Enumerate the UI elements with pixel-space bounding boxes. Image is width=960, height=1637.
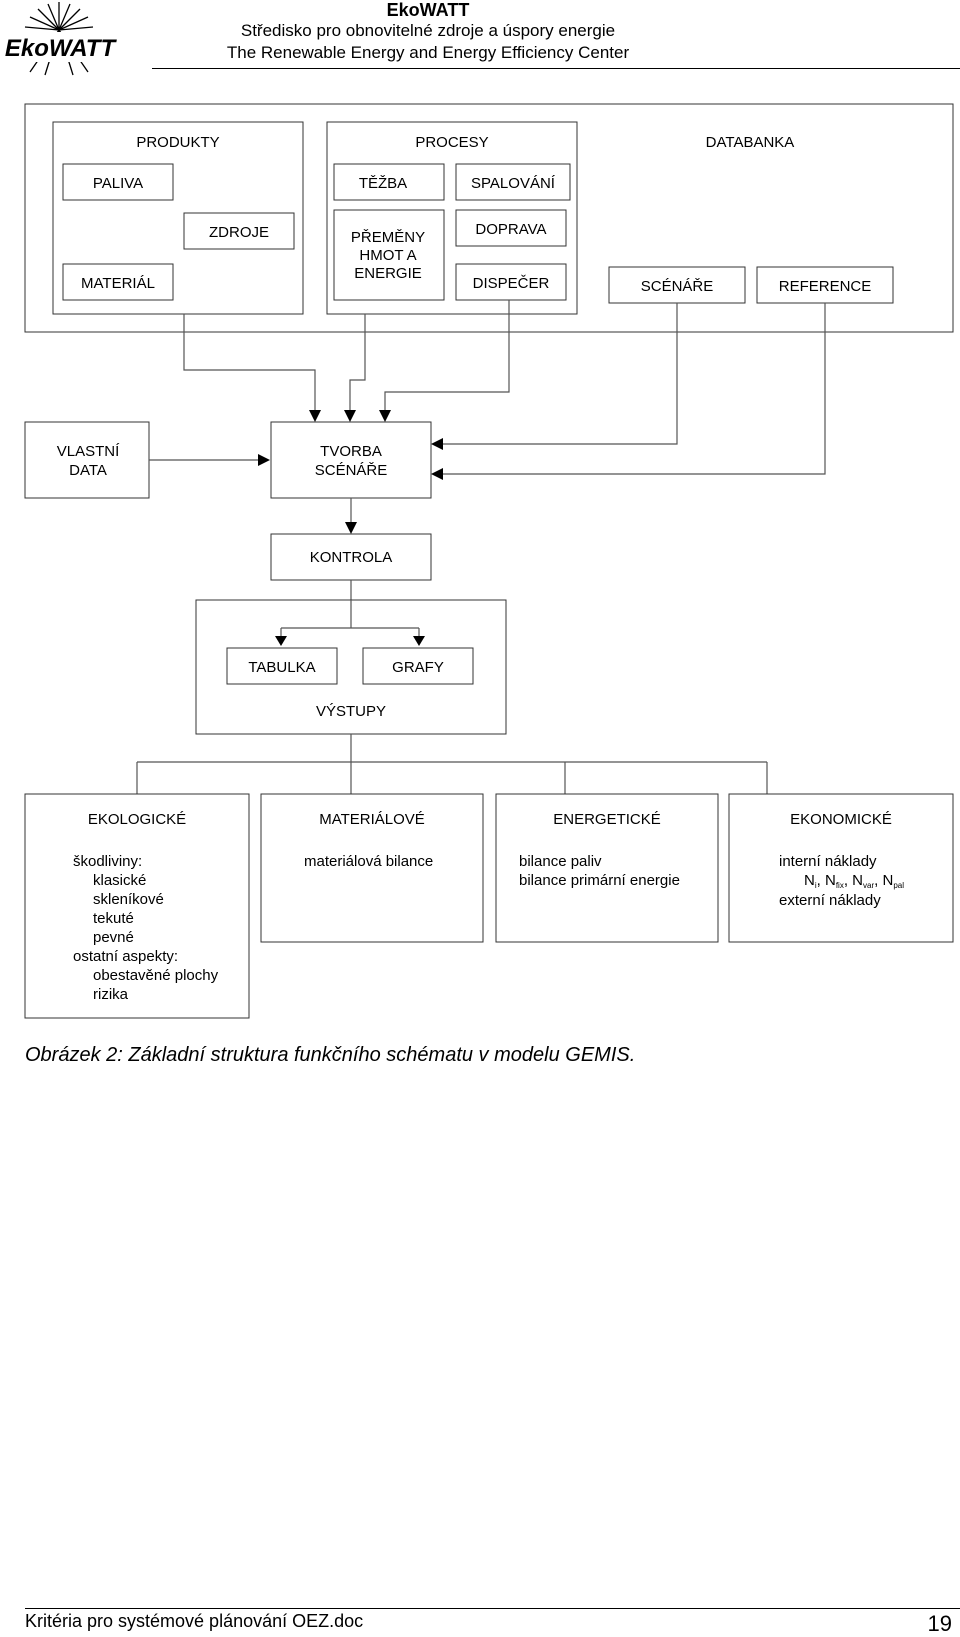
label-reference: REFERENCE [779,278,872,295]
label-tezba: TĚŽBA [359,175,407,192]
eko-line-skodliviny: škodliviny: [73,853,142,870]
box-premeny [333,209,445,301]
materialove-title: MATERIÁLOVÉ [319,811,425,828]
label-grafy: GRAFY [392,659,444,676]
label-premeny-1: PŘEMĚNY [351,229,425,246]
box-materialove [260,793,484,943]
produkty-title: PRODUKTY [136,134,219,151]
connector-reference [443,303,826,475]
arrow-produkty [309,410,321,422]
gemis-structure-diagram: PRODUKTY PALIVA ZDROJE MATERIÁL PROCESY … [24,103,954,1019]
connector-vystupy-split [280,600,420,636]
ekologicke-title: EKOLOGICKÉ [88,811,186,828]
box-vlastni-data [24,421,150,499]
connector-procesy [349,314,366,410]
arrow-dispecer [379,410,391,422]
ene-line-primarni: bilance primární energie [519,872,680,889]
eko-line-plochy: obestavěné plochy [93,967,219,984]
databanka-title: DATABANKA [706,134,795,151]
vystupy-title: VÝSTUPY [316,703,386,720]
box-energeticke [495,793,719,943]
eko-line-tekute: tekuté [93,910,134,927]
ekowatt-logo: EkoWATT [4,2,118,76]
eko-line-klasicke: klasické [93,872,146,889]
label-tabulka: TABULKA [248,659,315,676]
label-kontrola: KONTROLA [310,549,393,566]
eko-n-line-externi: externí náklady [779,892,881,909]
box-spalovani [455,163,571,201]
label-material: MATERIÁL [81,275,155,292]
footer-document-name: Kritéria pro systémové plánování OEZ.doc [25,1611,364,1631]
arrow-grafy [413,636,425,646]
label-paliva: PALIVA [93,175,143,192]
figure-caption: Obrázek 2: Základní struktura funkčního … [25,1044,636,1066]
connector-produkty [183,314,316,410]
label-tvorba-1: TVORBA [320,443,382,460]
eko-line-pevne: pevné [93,929,134,946]
box-scenare [608,266,746,304]
procesy-title: PROCESY [415,134,488,151]
label-premeny-2: HMOT A [359,247,416,264]
box-reference [756,266,894,304]
box-ekologicke [24,793,250,1019]
label-zdroje: ZDROJE [209,224,269,241]
label-vlastni-2: DATA [69,462,107,479]
box-dispecer [455,263,567,301]
box-doprava [455,209,567,247]
logo-text: EkoWATT [5,35,118,62]
ekonomicke-title: EKONOMICKÉ [790,811,892,828]
ene-line-paliv: bilance paliv [519,853,602,870]
connector-categories [136,734,768,794]
header-line-cz: Středisko pro obnovitelné zdroje a úspor… [240,21,616,40]
arrow-kontrola [345,522,357,534]
arrow-scenare [431,438,443,450]
box-material [62,263,174,301]
arrow-vlastni-data [258,454,270,466]
eko-n-line-interni: interní náklady [779,853,877,870]
arrow-reference [431,468,443,480]
eko-n-cost-symbols: Ni, Nfix, Nvar, Npal [804,872,904,890]
footer-rule [25,1608,960,1609]
connector-scenare [443,303,678,445]
header-rule [152,68,960,69]
page-number: 19 [927,1611,952,1636]
box-tezba [333,163,445,201]
label-vlastni-1: VLASTNÍ [57,443,120,460]
page-header: EkoWATT Středisko pro obnovitelné zdroje… [78,0,778,64]
box-tabulka [226,647,338,685]
mat-line-bilance: materiálová bilance [304,853,433,870]
box-zdroje [183,212,295,250]
label-premeny-3: ENERGIE [354,265,422,282]
arrow-tabulka [275,636,287,646]
box-tvorba-scenare [270,421,432,499]
label-doprava: DOPRAVA [475,221,546,238]
box-ekonomicke [728,793,954,943]
eko-line-ostatni: ostatní aspekty: [73,948,178,965]
connector-dispecer [384,300,510,410]
eko-line-sklenikove: skleníkové [93,891,164,908]
label-dispecer: DISPEČER [473,275,550,292]
header-line-en: The Renewable Energy and Energy Efficien… [226,43,630,62]
box-paliva [62,163,174,201]
header-org: EkoWATT [386,0,470,20]
label-scenare: SCÉNÁŘE [641,278,714,295]
label-spalovani: SPALOVÁNÍ [471,175,556,192]
eko-line-rizika: rizika [93,986,129,1003]
energeticke-title: ENERGETICKÉ [553,811,661,828]
box-grafy [362,647,474,685]
arrow-procesy [344,410,356,422]
label-tvorba-2: SCÉNÁŘE [315,462,388,479]
